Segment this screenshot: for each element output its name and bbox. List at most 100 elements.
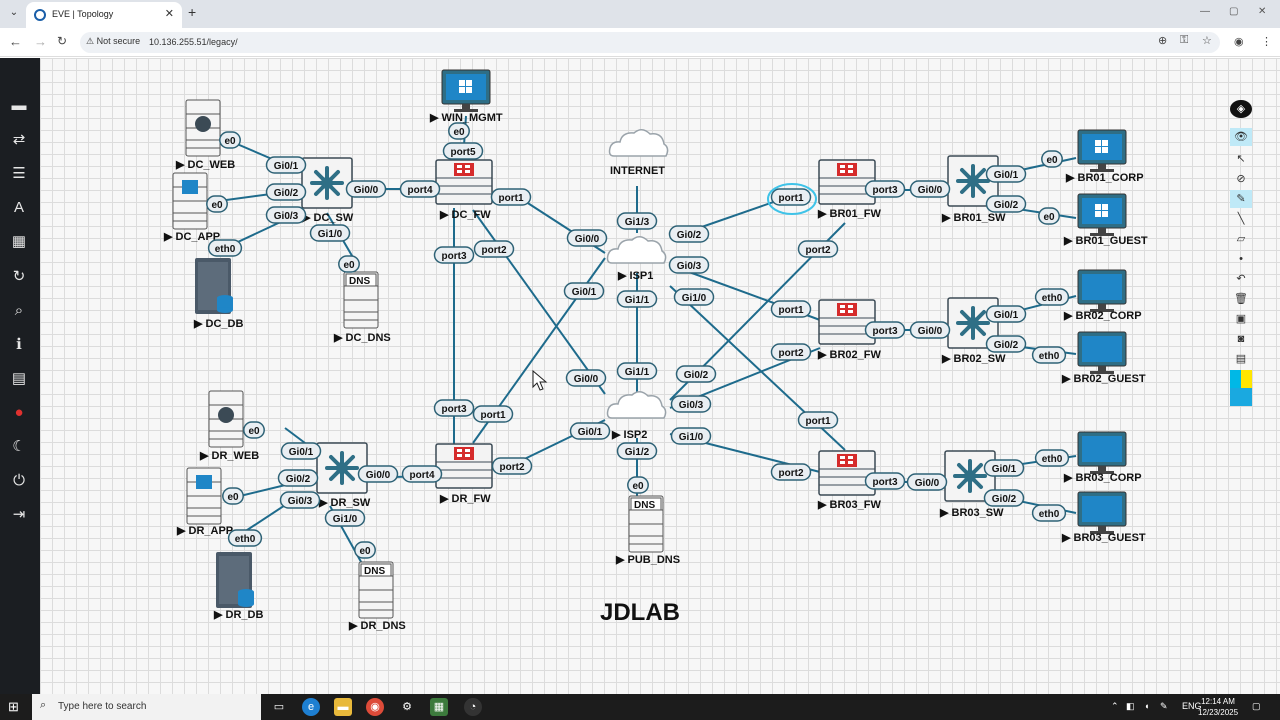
port-label-dc-web-e0[interactable]: e0 <box>219 131 241 149</box>
node-br02-fw[interactable]: ▶ BR02_FW <box>817 299 881 361</box>
node-isp2[interactable]: ▶ ISP2 <box>606 390 667 441</box>
port-label-dr-app-e0[interactable]: e0 <box>222 487 244 505</box>
port-label-dc-sw-gi00[interactable]: Gi0/0 <box>345 180 387 198</box>
node-dc-app[interactable]: ▶ DC_APP <box>163 172 220 243</box>
port-label-br03-sw-gi02[interactable]: Gi0/2 <box>983 489 1025 507</box>
node-br01-sw[interactable]: ▶ BR01_SW <box>941 154 1006 224</box>
profile-icon[interactable]: ◉ <box>1234 36 1244 48</box>
back-icon[interactable]: ← <box>9 34 22 49</box>
port-label-isp2-gi12[interactable]: Gi1/2 <box>616 442 658 460</box>
node-br01-guest[interactable]: ▶ BR01_GUEST <box>1063 193 1148 247</box>
clipboard-icon[interactable]: ▤ <box>1235 353 1247 365</box>
port-label-isp1-gi01[interactable]: Gi0/1 <box>563 282 605 300</box>
port-label-br02-port3[interactable]: port3 <box>864 321 906 339</box>
task-view-icon[interactable]: ▭ <box>273 701 285 713</box>
app-tool-icon[interactable]: ▦ <box>430 698 448 716</box>
port-label-br01-port1[interactable]: port1 <box>770 188 812 206</box>
color-swatch-2[interactable] <box>1230 388 1252 406</box>
grid-icon[interactable]: ▦ <box>11 233 27 250</box>
port-label-dc-sw-gi02[interactable]: Gi0/2 <box>265 183 307 201</box>
undo-icon[interactable]: ↶ <box>1236 273 1246 285</box>
port-label-isp1-gi03[interactable]: Gi0/3 <box>668 256 710 274</box>
notifications-icon[interactable]: ▢ <box>1252 701 1261 711</box>
eye-icon[interactable]: 👁 <box>1230 128 1252 146</box>
text-icon[interactable]: A <box>13 199 24 216</box>
browser-menu-icon[interactable]: ⋮ <box>1261 36 1272 48</box>
stop-icon[interactable]: ● <box>14 404 24 421</box>
tab-close-icon[interactable]: ✕ <box>164 8 174 20</box>
node-dc-db[interactable]: ▶ DC_DB <box>193 258 243 330</box>
window-close-button[interactable]: ✕ <box>1258 6 1267 17</box>
notes-icon[interactable]: ▤ <box>11 370 27 387</box>
bus-icon[interactable]: ▣ <box>1235 313 1247 325</box>
pointer-icon[interactable]: ↖ <box>1236 153 1246 165</box>
camera-icon[interactable]: ◙ <box>1237 333 1245 345</box>
port-label-br02-sw-gi02[interactable]: Gi0/2 <box>985 335 1027 353</box>
node-dr-db[interactable]: ▶ DR_DB <box>213 552 263 621</box>
node-pub-dns[interactable]: DNS ▶ PUB_DNS <box>615 495 680 566</box>
port-label-br01-guest-e0[interactable]: e0 <box>1038 207 1060 225</box>
no-draw-icon[interactable]: ⊘ <box>1236 173 1246 185</box>
node-br01-corp[interactable]: ▶ BR01_CORP <box>1065 129 1144 184</box>
eraser-icon[interactable]: ▱ <box>1236 233 1246 245</box>
port-label-dr-fw-port1[interactable]: port1 <box>472 405 514 423</box>
port-label-dr-fw-port2[interactable]: port2 <box>491 457 533 475</box>
dot-icon[interactable]: • <box>1239 253 1243 265</box>
tab-search-icon[interactable]: ⌄ <box>9 7 19 18</box>
node-br02-corp[interactable]: ▶ BR02_CORP <box>1063 269 1142 322</box>
port-label-dc-app-e0[interactable]: e0 <box>206 195 228 213</box>
taskbar-search[interactable]: ⌕ Type here to search <box>32 694 261 720</box>
color-swatch-1[interactable] <box>1230 370 1252 388</box>
port-label-dc-sw-gi03[interactable]: Gi0/3 <box>265 206 307 224</box>
node-br03-guest[interactable]: ▶ BR03_GUEST <box>1061 491 1146 544</box>
port-label-isp1-gi13[interactable]: Gi1/3 <box>616 212 658 230</box>
port-label-dr-sw-gi10[interactable]: Gi1/0 <box>324 509 366 527</box>
node-isp1[interactable]: ▶ ISP1 <box>606 235 667 282</box>
port-label-br02-sw-gi01[interactable]: Gi0/1 <box>985 305 1027 323</box>
node-br03-corp[interactable]: ▶ BR03_CORP <box>1063 431 1142 484</box>
edge-icon[interactable]: e <box>302 698 320 716</box>
port-label-dr-web-e0[interactable]: e0 <box>243 421 265 439</box>
port-label-dc-fw-port4[interactable]: port4 <box>399 180 441 198</box>
port-label-dr-sw-gi02[interactable]: Gi0/2 <box>277 469 319 487</box>
forward-icon[interactable]: → <box>34 34 47 49</box>
port-label-isp1-gi11[interactable]: Gi1/1 <box>616 290 658 308</box>
port-label-br03-corp-eth0[interactable]: eth0 <box>1034 449 1070 467</box>
tab-eve-topology[interactable]: EVE | Topology ✕ <box>26 2 182 28</box>
info-icon[interactable]: ℹ <box>16 336 22 353</box>
node-br01-fw[interactable]: ▶ BR01_FW <box>817 159 881 220</box>
network-tool-icon[interactable]: ⚙ <box>402 701 412 713</box>
port-label-dc-dns-e0[interactable]: e0 <box>338 255 360 273</box>
port-label-isp2-gi10[interactable]: Gi1/0 <box>670 427 712 445</box>
zoom-icon[interactable]: ⌕ <box>14 302 24 319</box>
port-label-isp2-gi01[interactable]: Gi0/1 <box>569 422 611 440</box>
port-label-br02-port2[interactable]: port2 <box>770 343 812 361</box>
taskbar-clock[interactable]: 12:14 AM 12/23/2025 <box>1198 696 1238 718</box>
chrome-icon[interactable]: ◉ <box>366 698 384 716</box>
not-secure-indicator[interactable]: ⚠ Not secure <box>86 36 141 46</box>
port-label-win-e0[interactable]: e0 <box>448 122 470 140</box>
bookmark-star-icon[interactable]: ☆ <box>1202 35 1212 47</box>
port-label-dc-sw-gi10[interactable]: Gi1/0 <box>309 224 351 242</box>
node-internet[interactable]: INTERNET <box>608 128 669 177</box>
node-dc-web[interactable]: ▶ DC_WEB <box>175 99 235 171</box>
port-label-isp1-gi00[interactable]: Gi0/0 <box>566 229 608 247</box>
tray-chevron-icon[interactable]: ⌃ <box>1111 701 1119 711</box>
topology-diagram[interactable]: ▶ DC_WEB ▶ DC_APP ▶ DC_DB ▶ DC_SW DNS ▶ … <box>40 58 1280 694</box>
zoom-icon[interactable]: ⊕ <box>1158 35 1168 47</box>
omnibox[interactable]: ⚠ Not secure 10.136.255.51/legacy/ ⊕ ⚿ ☆ <box>80 32 1220 53</box>
port-label-dr-dns-e0[interactable]: e0 <box>354 541 376 559</box>
port-label-br02-port1[interactable]: port1 <box>770 300 812 318</box>
port-label-br03-sw-gi00[interactable]: Gi0/0 <box>906 473 948 491</box>
port-label-isp2-gi02[interactable]: Gi0/2 <box>675 365 717 383</box>
url-text[interactable]: 10.136.255.51/legacy/ <box>149 37 238 47</box>
line-icon[interactable]: ╲ <box>1237 213 1245 225</box>
port-label-dc-fw-port5[interactable]: port5 <box>442 142 484 160</box>
port-label-dr-sw-gi01[interactable]: Gi0/1 <box>280 442 322 460</box>
topology-canvas[interactable]: ▶ DC_WEB ▶ DC_APP ▶ DC_DB ▶ DC_SW DNS ▶ … <box>40 58 1280 694</box>
port-label-isp1-gi10[interactable]: Gi1/0 <box>673 288 715 306</box>
port-label-br03-guest-eth0[interactable]: eth0 <box>1031 504 1067 522</box>
port-label-br02-corp-eth0[interactable]: eth0 <box>1034 288 1070 306</box>
port-label-dc-fw-port3[interactable]: port3 <box>433 246 475 264</box>
node-dr-fw[interactable]: ▶ DR_FW <box>435 443 493 505</box>
